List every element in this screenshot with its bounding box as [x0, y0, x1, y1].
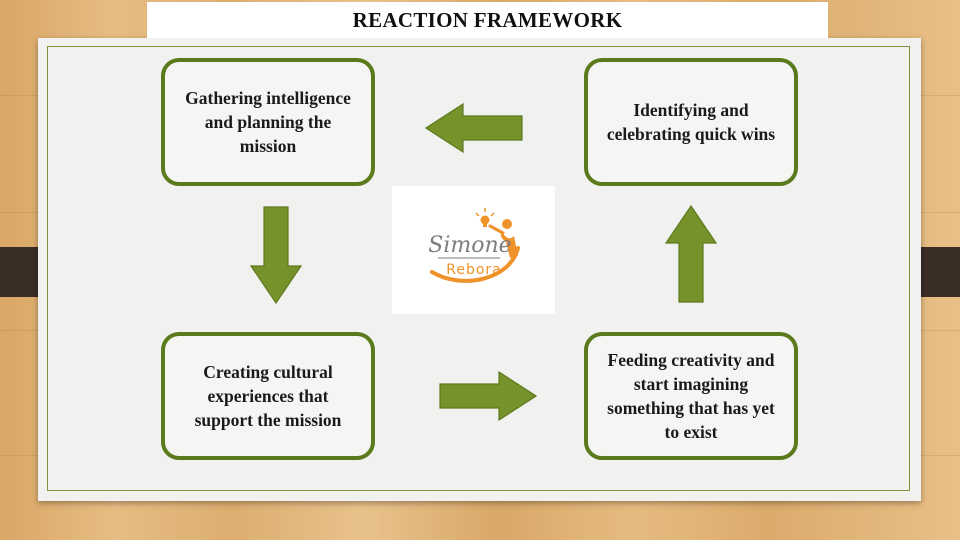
arrow-right	[439, 371, 537, 421]
step-box-feeding: Feeding creativity and start imagining s…	[584, 332, 798, 460]
title-banner: REACTION FRAMEWORK	[147, 2, 828, 38]
step-label-gathering: Gathering intelligence and planning the …	[185, 88, 351, 156]
step-label-creating: Creating cultural experiences that suppo…	[194, 362, 342, 430]
arrow-left	[425, 103, 523, 153]
page-title: REACTION FRAMEWORK	[352, 7, 623, 32]
step-box-creating: Creating cultural experiences that suppo…	[161, 332, 375, 460]
person-icon	[488, 219, 518, 258]
board-inner-frame	[47, 46, 910, 491]
step-label-identifying: Identifying and celebrating quick wins	[606, 100, 776, 144]
logo-card: Simone Rebora	[392, 186, 555, 314]
arrow-up	[665, 205, 717, 303]
step-box-identifying: Identifying and celebrating quick wins	[584, 58, 798, 186]
logo-name: Simone	[428, 233, 511, 258]
logo-surname: Rebora	[446, 262, 502, 278]
logo: Simone Rebora	[428, 208, 520, 283]
lightbulb-icon	[475, 208, 495, 227]
step-label-feeding: Feeding creativity and start imagining s…	[607, 350, 775, 442]
arrow-down	[250, 206, 302, 304]
step-box-gathering: Gathering intelligence and planning the …	[161, 58, 375, 186]
logo-swoosh	[430, 246, 520, 283]
